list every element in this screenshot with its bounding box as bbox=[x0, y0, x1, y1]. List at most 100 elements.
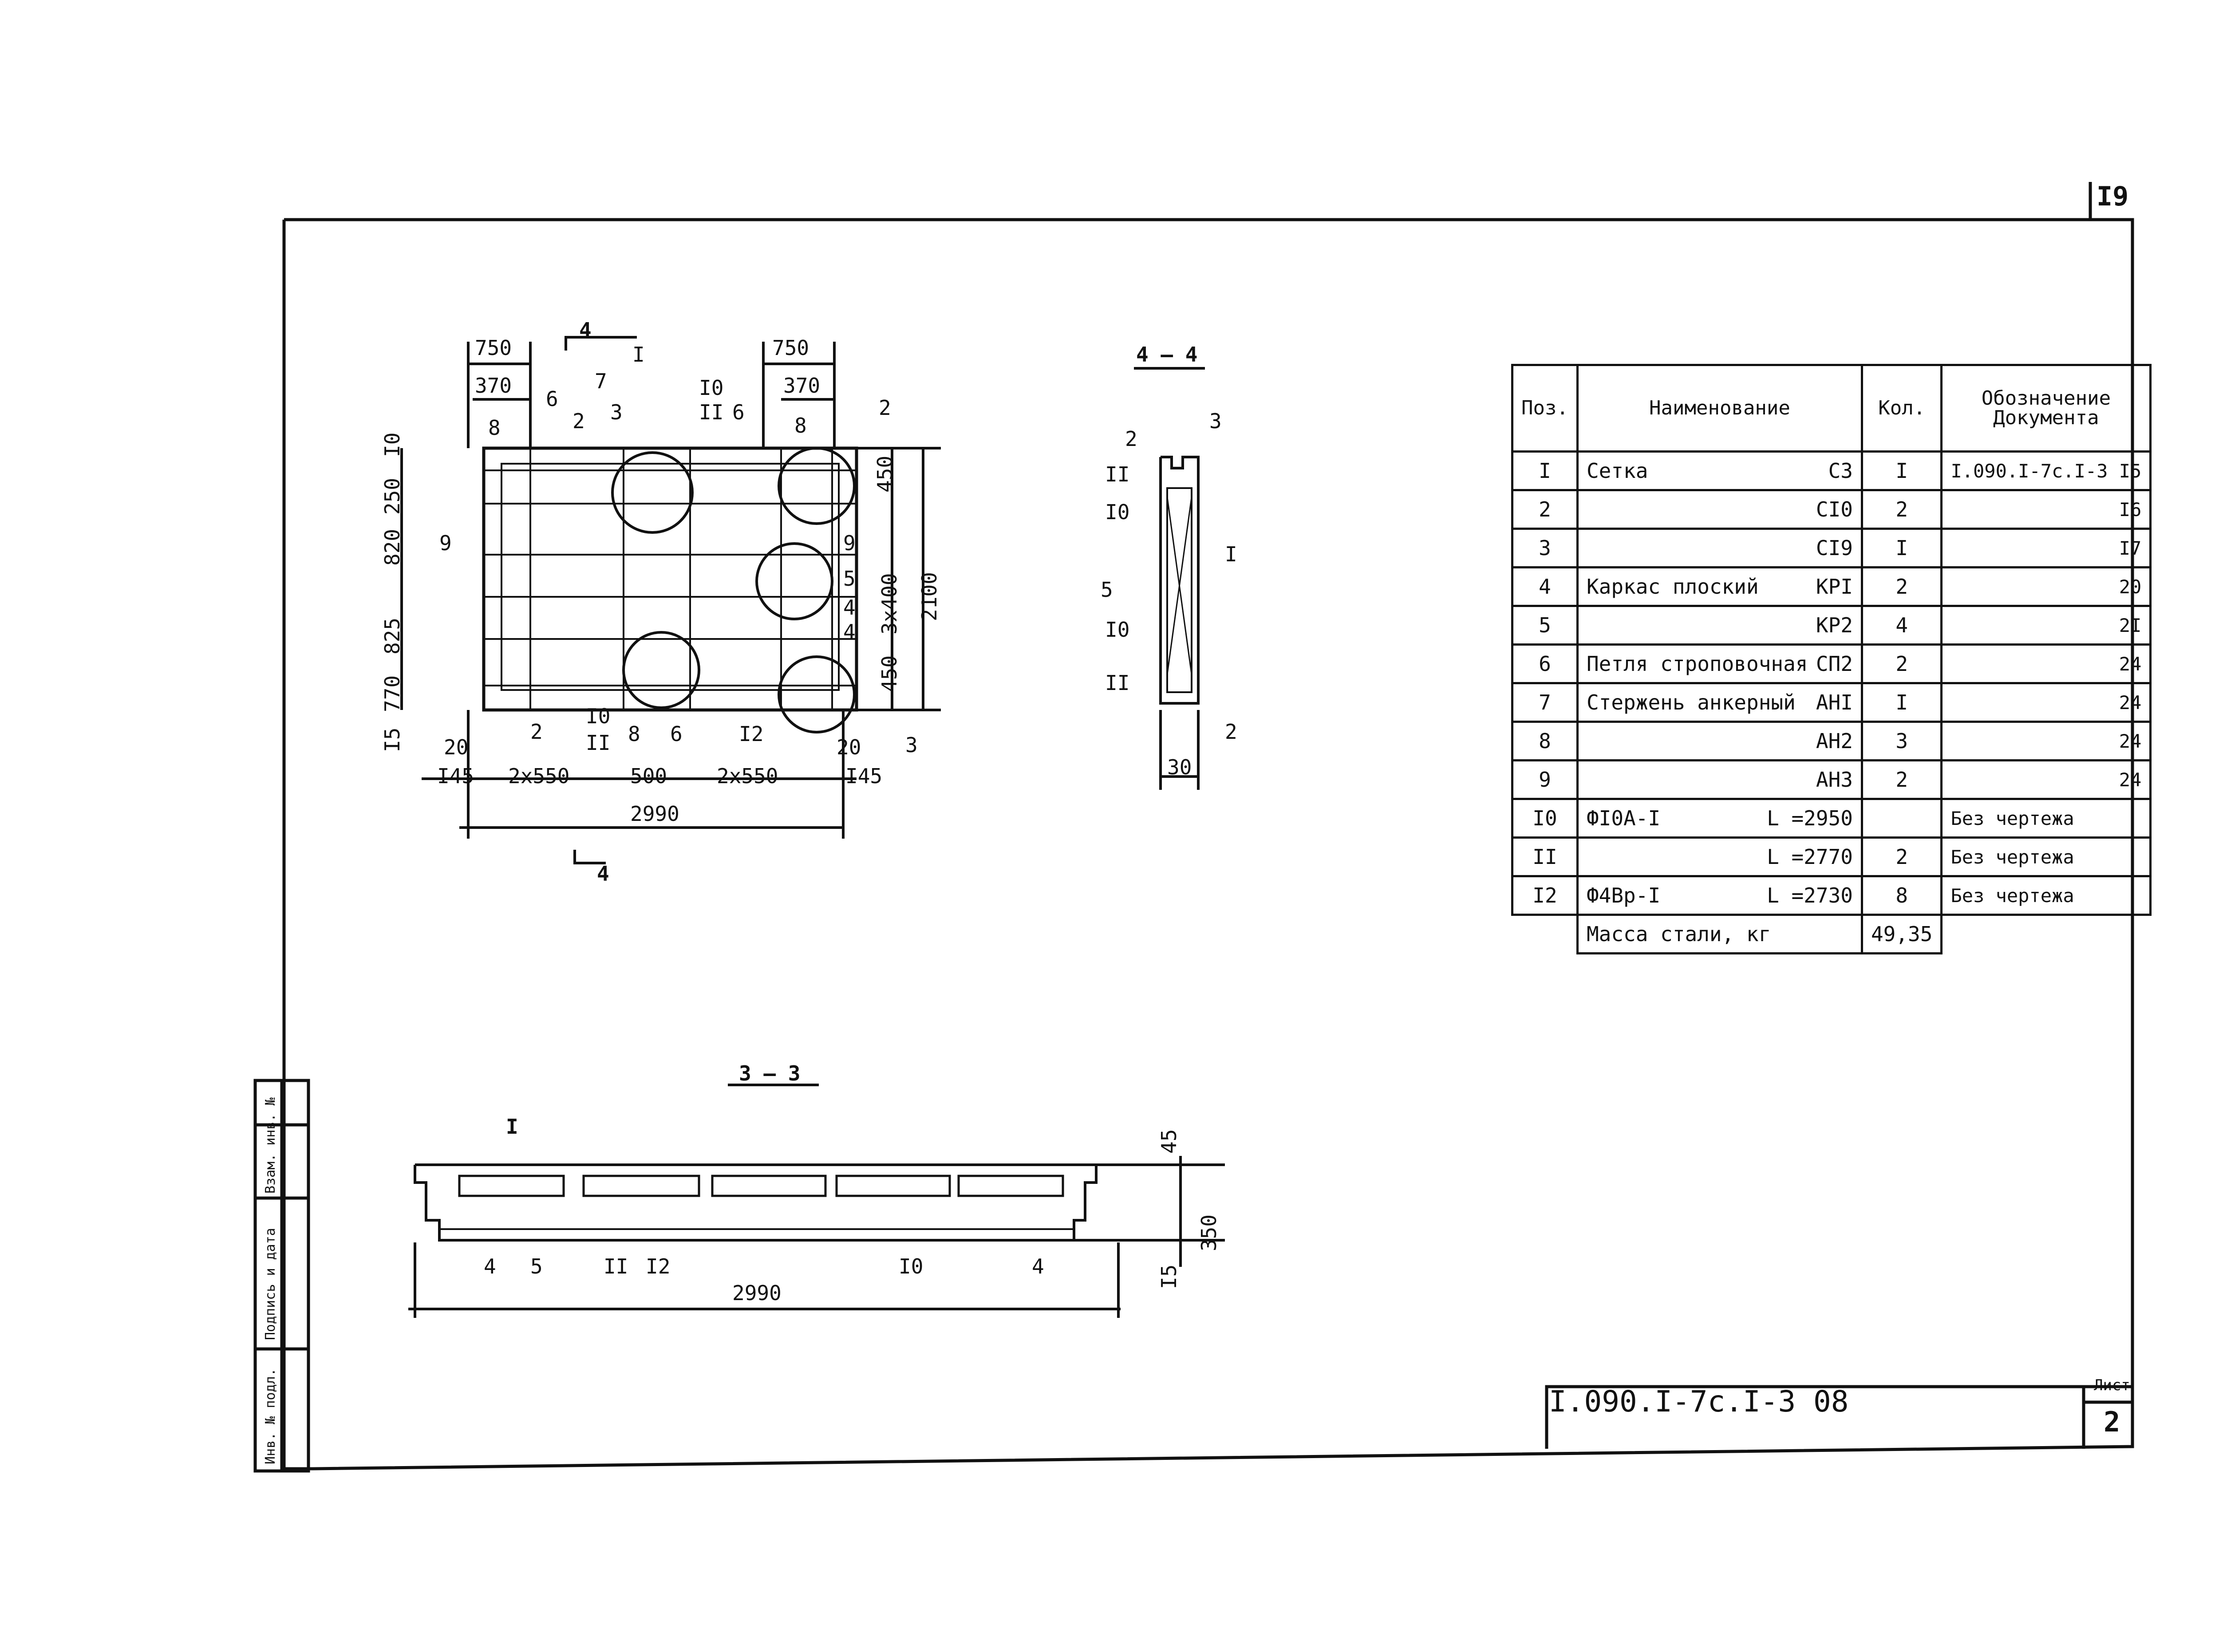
plan-dim-top-750-left: 750 bbox=[475, 336, 512, 360]
spec-row: 9 АН3 2 24 bbox=[1511, 759, 2152, 800]
spec-cell-pos: 8 bbox=[1511, 721, 1579, 761]
plan-callout-6-left: 6 bbox=[546, 387, 558, 411]
plan-dim-bottom-2x550-left: 2x550 bbox=[508, 764, 569, 788]
section-4-4-label-10-bottom: I0 bbox=[1105, 618, 1129, 642]
spec-header-name: Наименование bbox=[1576, 364, 1863, 453]
spec-cell-qty: 8 bbox=[1860, 875, 1943, 916]
spec-cell-name: L =2770 bbox=[1576, 836, 1863, 877]
section-4-4-label-2-top: 2 bbox=[1125, 427, 1137, 451]
section-3-3-label-5: 5 bbox=[530, 1254, 543, 1278]
section-4-4-label-1: I bbox=[1225, 542, 1237, 566]
plan-callout-6-bottom: 6 bbox=[670, 722, 683, 746]
plan-dim-top-750-right: 750 bbox=[772, 336, 809, 360]
spec-mark-text: L =2730 bbox=[1767, 883, 1853, 907]
plan-dim-bottom-500: 500 bbox=[630, 764, 667, 788]
spec-cell-name: СI9 bbox=[1576, 528, 1863, 568]
plan-dim-bottom-2x550-right: 2x550 bbox=[717, 764, 778, 788]
spec-mark-text: L =2950 bbox=[1767, 806, 1853, 830]
side-stamp-replace-label: Взам. инв. № bbox=[263, 1097, 278, 1194]
section-4-4-title: 4 – 4 bbox=[1136, 343, 1197, 367]
plan-dim-right-450-bottom: 450 bbox=[877, 655, 901, 692]
plan-dim-left-250: 250 bbox=[380, 478, 404, 515]
spec-cell-qty: I bbox=[1860, 450, 1943, 491]
specification-table: Поз. Наименование Кол. Обозначение Докум… bbox=[1511, 364, 2152, 954]
spec-cell-name: СI0 bbox=[1576, 489, 1863, 530]
spec-cell-doc: I7 bbox=[1940, 528, 2152, 568]
spec-mark-text: L =2770 bbox=[1767, 845, 1853, 869]
spec-cell-qty: 2 bbox=[1860, 643, 1943, 684]
spec-cell-pos: 9 bbox=[1511, 759, 1579, 800]
plan-callout-2-bottom: 2 bbox=[530, 720, 543, 744]
section-4-4-label-11-bottom: II bbox=[1105, 671, 1129, 695]
spec-mark-text: КРI bbox=[1816, 575, 1853, 599]
spec-cell-name: АН3 bbox=[1576, 759, 1863, 800]
spec-cell-qty: 2 bbox=[1860, 566, 1943, 607]
spec-row: 8 АН2 3 24 bbox=[1511, 721, 2152, 761]
spec-mark-text: АН2 bbox=[1816, 729, 1853, 753]
plan-callout-6-right: 6 bbox=[732, 400, 745, 424]
plan-dim-bottom-20-right: 20 bbox=[837, 735, 861, 759]
section-3-3-dim-350: 350 bbox=[1197, 1214, 1221, 1251]
spec-mark-text: АН3 bbox=[1816, 768, 1853, 792]
spec-cell-doc: Без чертежа bbox=[1940, 836, 2152, 877]
spec-name-text: Каркас плоский bbox=[1586, 575, 1759, 599]
section-3-3-dim-45: 45 bbox=[1157, 1129, 1181, 1154]
plan-dim-bottom-145-right: I45 bbox=[845, 764, 882, 788]
title-block bbox=[1545, 1385, 2132, 1449]
spec-cell-pos: I bbox=[1511, 450, 1579, 491]
spec-cell-doc: 2I bbox=[1940, 605, 2152, 646]
section-4-4-view bbox=[1134, 367, 1205, 790]
section-4-4-label-2-bottom: 2 bbox=[1225, 720, 1237, 744]
section-4-4-label-11-top: II bbox=[1105, 462, 1129, 486]
spec-row: 2 СI0 2 I6 bbox=[1511, 489, 2152, 530]
spec-mark-text: АНI bbox=[1816, 690, 1853, 714]
spec-cell-doc: Без чертежа bbox=[1940, 798, 2152, 839]
spec-cell-doc: 24 bbox=[1940, 721, 2152, 761]
plan-dim-left-820: 820 bbox=[380, 529, 404, 566]
spec-cell-pos: I2 bbox=[1511, 875, 1579, 916]
spec-cell-doc: I6 bbox=[1940, 489, 2152, 530]
plan-callout-12-bottom: I2 bbox=[739, 722, 763, 746]
plan-callout-4-a: 4 bbox=[843, 595, 856, 619]
spec-cell-qty: 2 bbox=[1860, 759, 1943, 800]
plan-dim-left-770: 770 bbox=[380, 675, 404, 712]
spec-row: 4 Каркас плоский КРI 2 20 bbox=[1511, 566, 2152, 607]
spec-cell-pos: I0 bbox=[1511, 798, 1579, 839]
spec-name-text: Стержень анкерный bbox=[1586, 690, 1796, 714]
plan-callout-8-right: 8 bbox=[794, 414, 807, 438]
plan-callout-2-left: 2 bbox=[573, 409, 585, 433]
spec-mark-text: СI9 bbox=[1816, 536, 1853, 560]
title-block-designation: I.090.I-7с.I-3 08 bbox=[1549, 1384, 1849, 1419]
spec-mark-text: КР2 bbox=[1816, 613, 1853, 637]
spec-cell-pos: 4 bbox=[1511, 566, 1579, 607]
spec-cell-name: АН2 bbox=[1576, 721, 1863, 761]
section-3-3-label-10: I0 bbox=[899, 1254, 923, 1278]
spec-cell-name: КР2 bbox=[1576, 605, 1863, 646]
plan-callout-8-bottom: 8 bbox=[628, 722, 640, 746]
spec-cell-doc: 20 bbox=[1940, 566, 2152, 607]
plan-dim-right-450-top: 450 bbox=[873, 456, 897, 493]
spec-name-text: Сетка bbox=[1586, 459, 1648, 483]
section-3-3-label-4-right: 4 bbox=[1032, 1254, 1044, 1278]
spec-row: 3 СI9 I I7 bbox=[1511, 528, 2152, 568]
plan-dim-right-3x400: 3x400 bbox=[877, 573, 901, 635]
spec-total-spacer bbox=[1512, 915, 1578, 954]
section-4-4-label-3: 3 bbox=[1209, 409, 1222, 433]
plan-dim-bottom-145-left: I45 bbox=[437, 764, 474, 788]
section-4-4-label-5: 5 bbox=[1101, 578, 1113, 602]
spec-cell-doc: 24 bbox=[1940, 643, 2152, 684]
spec-header-row: Поз. Наименование Кол. Обозначение Докум… bbox=[1511, 364, 2152, 453]
spec-row: 5 КР2 4 2I bbox=[1511, 605, 2152, 646]
spec-cell-pos: 2 bbox=[1511, 489, 1579, 530]
plan-dim-bottom-20-left: 20 bbox=[444, 735, 468, 759]
plan-callout-11-top: II bbox=[699, 400, 723, 424]
plan-dim-right-overall: 2100 bbox=[917, 572, 941, 621]
plan-view bbox=[400, 336, 941, 864]
